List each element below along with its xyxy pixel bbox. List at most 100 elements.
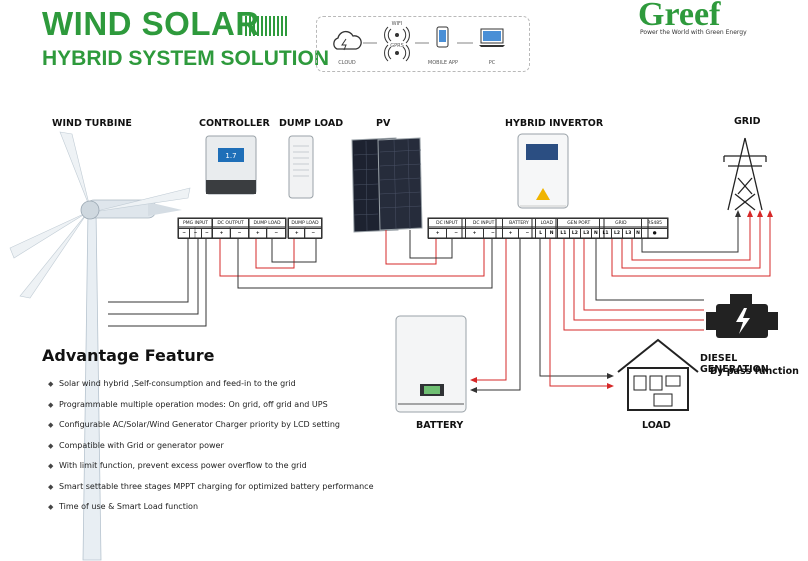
terminal-header-load: LOAD — [535, 218, 559, 229]
terminal-inv-t9: L1 — [557, 228, 570, 239]
monitoring-label-mobile-app: MOBILE APP — [427, 60, 459, 66]
label-controller: CONTROLLER — [199, 118, 270, 129]
terminal-header-grid: GRID — [599, 218, 643, 229]
terminal-dc-minus: − — [230, 228, 250, 239]
label-dump-load: DUMP LOAD — [279, 118, 344, 129]
laptop-icon — [479, 28, 505, 47]
wires-dumpload — [255, 238, 317, 269]
terminal-inv-t8: N — [545, 228, 559, 239]
pv-panels-illustration — [351, 137, 423, 233]
hybrid-inverter-illustration — [517, 133, 569, 209]
label-battery: BATTERY — [416, 420, 464, 431]
label-wind-turbine: WIND TURBINE — [52, 118, 132, 129]
terminal-header-dc-input-2: DC INPUT — [464, 218, 503, 229]
terminal-ac-2: ~ — [189, 228, 202, 239]
controller-illustration: 1.7 — [205, 135, 257, 195]
bullet-icon: ◆ — [48, 421, 54, 429]
battery-illustration — [395, 315, 467, 413]
terminal-header-dump-load: DUMP LOAD — [248, 218, 286, 229]
inverter-terminal-table: DC INPUT DC INPUT BATTERY LOAD GEN PORT … — [427, 218, 668, 239]
brand-logo: Greef — [638, 0, 721, 33]
cloud-icon — [333, 30, 362, 51]
wires-pv — [385, 230, 453, 265]
terminal-dumpload-plus: + — [287, 228, 306, 239]
terminal-inv-t17: ● — [641, 228, 668, 239]
wires-wind — [108, 238, 207, 327]
label-hybrid-inverter: HYBRID INVERTOR — [505, 118, 604, 129]
terminal-ac-1: ~ — [177, 228, 191, 239]
feature-item: ◆With limit function, prevent excess pow… — [48, 456, 374, 477]
grid-tower-icon — [723, 137, 767, 211]
bullet-icon: ◆ — [48, 503, 54, 511]
feature-item: ◆Time of use & Smart Load function — [48, 497, 374, 518]
terminal-dump-plus: + — [248, 228, 268, 239]
bullet-icon: ◆ — [48, 462, 54, 470]
feature-item: ◆Smart settable three stages MPPT chargi… — [48, 477, 374, 498]
brand-slogan: Power the World with Green Energy — [640, 29, 747, 36]
terminal-ac-3: ~ — [200, 228, 214, 239]
terminal-header-dump-load-unit: DUMP LOAD — [288, 218, 322, 229]
terminal-inv-t11: L3 — [580, 228, 593, 239]
terminal-inv-t1: + — [427, 228, 448, 239]
terminal-dump-minus: − — [266, 228, 286, 239]
terminal-header-dc-input-1: DC INPUT — [428, 218, 466, 229]
features-title: Advantage Feature — [42, 346, 215, 365]
monitoring-panel: CLOUD WIFI GPRS MOBILE APP PC — [316, 16, 530, 72]
bullet-icon: ◆ — [48, 380, 54, 388]
gprs-signal-icon — [384, 44, 410, 62]
label-diesel-generation: DIESEL GENERATION — [700, 353, 769, 375]
monitoring-label-gprs: GPRS — [390, 43, 404, 49]
bullet-icon: ◆ — [48, 441, 54, 450]
terminal-header-dc-output: DC OUTPUT — [212, 218, 250, 229]
terminal-inv-t2: − — [446, 228, 466, 239]
terminal-inv-t16: N — [633, 228, 643, 239]
dumpload-terminal-table: DUMP LOAD + − — [287, 218, 322, 239]
terminal-header-gen-port: GEN PORT — [557, 218, 601, 229]
dump-load-illustration — [288, 135, 314, 199]
monitoring-label-pc: PC — [488, 60, 496, 66]
terminal-header-rs485: RS485 — [641, 218, 668, 229]
wind-turbine-illustration — [9, 131, 191, 561]
monitoring-icons — [333, 26, 505, 62]
terminal-dc-plus: + — [212, 228, 232, 239]
wires-generator — [563, 238, 704, 331]
mobile-app-icon — [436, 26, 449, 48]
wires-grid — [611, 210, 773, 277]
terminal-inv-t12: N — [591, 228, 601, 239]
monitoring-label-cloud: CLOUD — [338, 60, 356, 66]
terminal-header-pmg-input: PMG INPUT — [177, 218, 214, 229]
terminal-inv-t7: L — [535, 228, 547, 239]
features-list: ◆Solar wind hybrid ,Self-consumption and… — [48, 374, 374, 518]
terminal-inv-t10: L2 — [568, 228, 582, 239]
monitoring-label-wifi: WIFI — [391, 21, 403, 27]
terminal-dumpload-minus: − — [304, 228, 322, 239]
label-bypass: By pass function — [710, 366, 799, 377]
terminal-header-battery: BATTERY — [501, 218, 537, 229]
label-grid: GRID — [734, 116, 761, 127]
terminal-inv-t5: + — [501, 228, 520, 239]
terminal-inv-t13: L1 — [599, 228, 612, 239]
label-pv: PV — [376, 118, 391, 129]
feature-item: ◆Programmable multiple operation modes: … — [48, 395, 374, 416]
feature-item: ◆Configurable AC/Solar/Wind Generator Ch… — [48, 415, 374, 436]
controller-terminal-table: PMG INPUT DC OUTPUT DUMP LOAD ~ ~ ~ + − … — [177, 218, 286, 239]
wires-load — [539, 238, 614, 389]
feature-item: ◆Compatible with Grid or generator power — [48, 436, 374, 457]
feature-item: ◆Solar wind hybrid ,Self-consumption and… — [48, 374, 374, 395]
bullet-icon: ◆ — [48, 400, 54, 409]
title-stripes — [245, 16, 287, 36]
terminal-inv-t14: L2 — [610, 228, 624, 239]
title-line-2: HYBRID SYSTEM SOLUTION — [42, 47, 330, 70]
terminal-inv-t3: + — [464, 228, 485, 239]
title-line-1: WIND SOLAR — [42, 5, 260, 42]
house-load-icon — [617, 338, 699, 411]
diesel-engine-icon — [706, 294, 778, 338]
label-load: LOAD — [642, 420, 671, 431]
wifi-signal-icon — [384, 26, 410, 44]
terminal-inv-t15: L3 — [622, 228, 635, 239]
svg-text:1.7: 1.7 — [225, 152, 236, 160]
bullet-icon: ◆ — [48, 482, 54, 491]
wires-dc-output — [219, 238, 493, 289]
terminal-inv-t6: − — [518, 228, 537, 239]
wires-battery — [470, 238, 521, 393]
